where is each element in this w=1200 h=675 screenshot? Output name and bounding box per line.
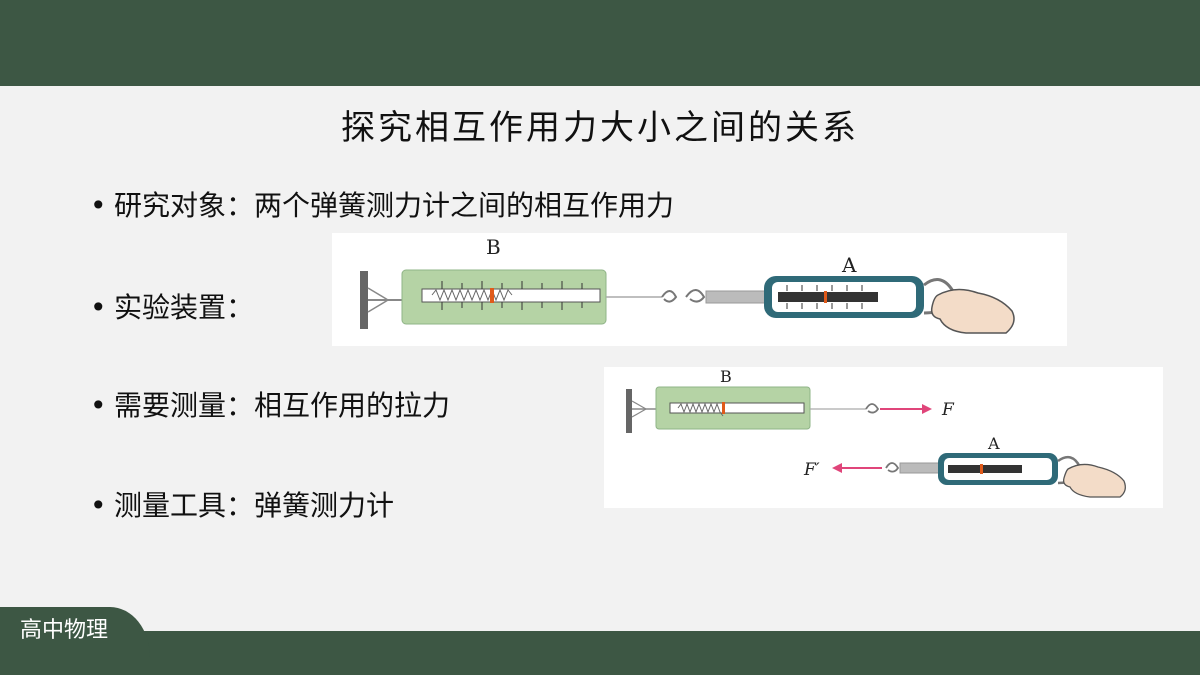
wall-mount [360, 271, 368, 329]
bullet-text: 研究对象：两个弹簧测力计之间的相互作用力 [114, 189, 675, 222]
bullet-tool: •测量工具：弹簧测力计 [90, 486, 394, 526]
spring-scale-a [764, 276, 924, 318]
bullet-dot: • [90, 291, 107, 324]
label-scale-b: B [486, 235, 501, 259]
footer-tab [0, 607, 150, 657]
slide-title: 探究相互作用力大小之间的关系 [341, 108, 859, 148]
scale-b-pointer [722, 402, 725, 414]
hand-icon [1062, 463, 1126, 498]
scale-a-pointer [980, 464, 983, 474]
footer-tab-label: 高中物理 [20, 618, 109, 643]
label-scale-a: A [841, 253, 857, 277]
spring-scale-a [938, 453, 1058, 485]
scale-b-pointer [490, 288, 494, 303]
bullet-measure: •需要测量：相互作用的拉力 [90, 386, 450, 426]
bullet-apparatus: •实验装置： [90, 288, 254, 328]
wall-mount [626, 389, 632, 433]
force-diagram-drawing: B F F′ A [626, 367, 1126, 498]
label-scale-a: A [987, 434, 1000, 453]
bullet-text: 实验装置： [114, 291, 255, 324]
hook-icon [865, 403, 880, 414]
apparatus-drawing: B A [360, 235, 1015, 334]
apparatus-figure: B A [332, 233, 1067, 346]
bottom-banner [0, 631, 1200, 675]
hook-icon [661, 290, 678, 303]
bullet-research-object: •研究对象：两个弹簧测力计之间的相互作用力 [90, 186, 674, 226]
bullet-text: 测量工具：弹簧测力计 [114, 489, 395, 522]
bullet-dot: • [90, 189, 107, 222]
top-banner [0, 0, 1200, 86]
label-force-f-prime: F′ [803, 460, 820, 480]
label-force-f: F [941, 400, 955, 420]
force-diagram: B F F′ A [604, 367, 1163, 508]
spring-scale-b [401, 269, 607, 325]
scale-a-pointer [824, 291, 827, 303]
bullet-dot: • [90, 389, 107, 422]
bullet-text: 需要测量：相互作用的拉力 [114, 389, 451, 422]
spring-scale-b [655, 386, 811, 430]
bullet-dot: • [90, 489, 107, 522]
label-scale-b: B [720, 367, 732, 386]
hand-icon [930, 288, 1015, 334]
hook-icon [885, 462, 900, 473]
